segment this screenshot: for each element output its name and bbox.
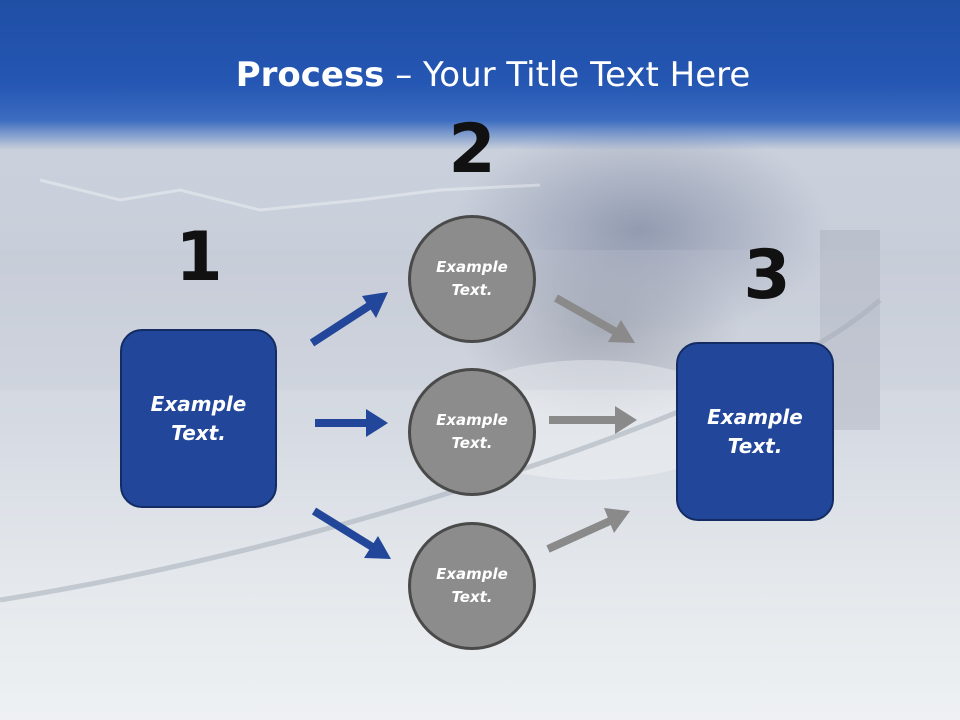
right-box-text: Example Text. bbox=[707, 404, 803, 458]
circle-bottom-text: Example Text. bbox=[436, 565, 508, 606]
blue-arrow-up bbox=[309, 292, 388, 347]
title-rest-part: – Your Title Text Here bbox=[384, 55, 751, 95]
step-number-3: 3 bbox=[743, 236, 791, 315]
circle-top-text: Example Text. bbox=[436, 258, 508, 299]
circle-top: Example Text. bbox=[408, 215, 536, 343]
step-number-2: 2 bbox=[448, 110, 496, 189]
gray-arrow-right bbox=[549, 406, 637, 434]
title-bold-part: Process bbox=[235, 55, 385, 95]
title-bar bbox=[0, 0, 960, 150]
circle-bottom: Example Text. bbox=[408, 522, 536, 650]
gray-arrow-up bbox=[546, 508, 630, 553]
circle-middle: Example Text. bbox=[408, 368, 536, 496]
slide-title: Process – Your Title Text Here bbox=[0, 52, 960, 98]
blue-arrow-down bbox=[311, 507, 391, 559]
left-box-text: Example Text. bbox=[150, 391, 247, 445]
right-box: Example Text. bbox=[676, 342, 834, 521]
step-number-1: 1 bbox=[175, 218, 223, 297]
left-box: Example Text. bbox=[120, 329, 277, 508]
gray-arrow-down bbox=[554, 294, 635, 343]
circle-middle-text: Example Text. bbox=[436, 411, 508, 452]
blue-arrow-right bbox=[315, 409, 388, 437]
